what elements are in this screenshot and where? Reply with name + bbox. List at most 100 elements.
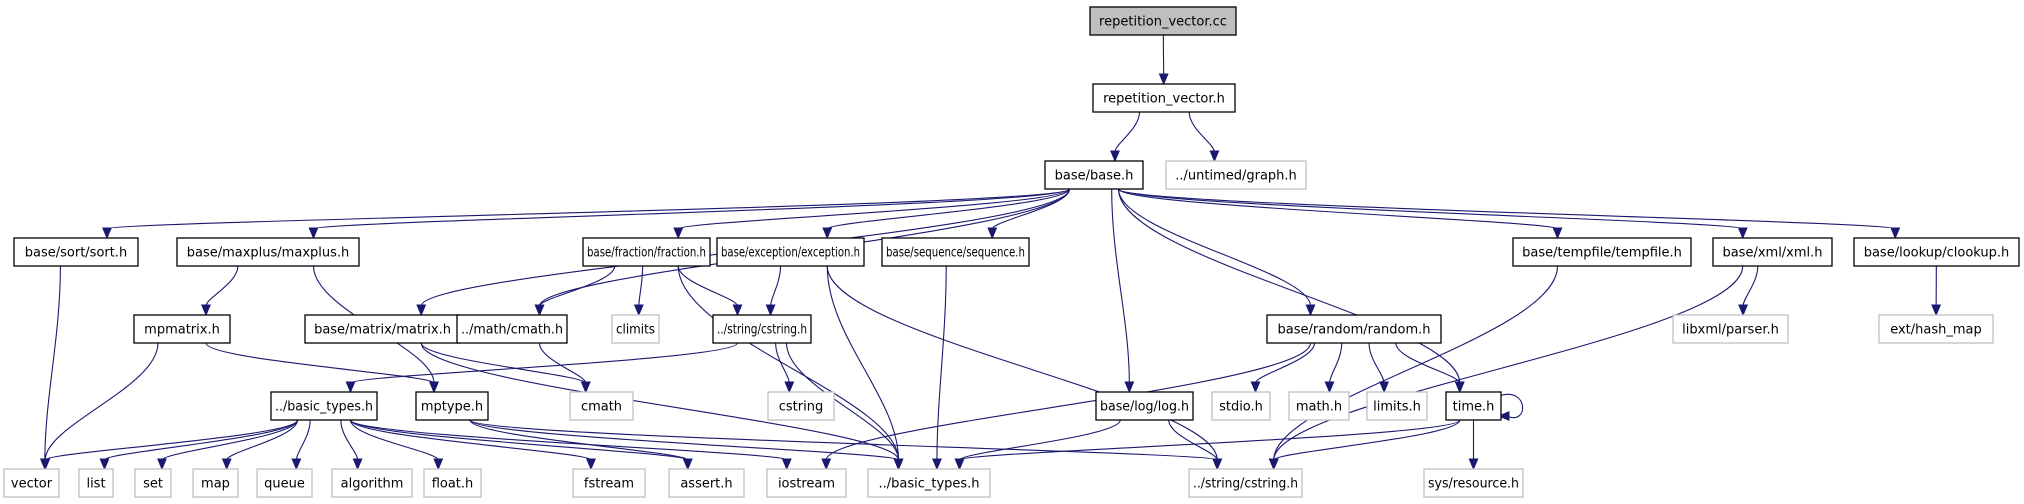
edge-base-to-maxplus xyxy=(308,188,1071,240)
arrow-head-icon xyxy=(931,458,942,471)
node-exception[interactable]: base/exception/exception.h xyxy=(716,237,865,267)
node-box xyxy=(767,391,835,421)
node-box xyxy=(1211,391,1271,421)
node-box[interactable] xyxy=(133,314,231,344)
edge-base-to-random xyxy=(1117,188,1316,317)
node-xml[interactable]: base/xml/xml.h xyxy=(1712,237,1833,267)
node-box[interactable] xyxy=(1712,237,1833,267)
node-sequence[interactable]: base/sequence/sequence.h xyxy=(881,237,1030,267)
node-box[interactable] xyxy=(456,314,568,344)
node-box xyxy=(192,468,239,498)
arrow-head-icon xyxy=(416,304,427,317)
node-box[interactable] xyxy=(1089,6,1237,36)
arrow-head-icon xyxy=(1324,381,1335,394)
node-box[interactable] xyxy=(881,237,1030,267)
node-mcmath[interactable]: ../math/cmath.h xyxy=(456,314,568,344)
node-scstring[interactable]: ../string/cstring.h xyxy=(712,314,812,344)
node-label: sys/resource.h xyxy=(1428,477,1519,492)
node-box[interactable] xyxy=(582,237,711,267)
node-label: base/matrix/matrix.h xyxy=(314,323,451,338)
node-box[interactable] xyxy=(270,391,378,421)
node-label: map xyxy=(201,477,230,492)
edge-mptype-to-scstring2 xyxy=(469,419,1223,471)
arrow-head-icon xyxy=(1212,458,1223,471)
node-label: iostream xyxy=(778,477,835,492)
node-rvcc[interactable]: repetition_vector.cc xyxy=(1089,6,1237,36)
edge-line xyxy=(349,342,739,384)
node-box xyxy=(611,314,660,344)
node-box[interactable] xyxy=(1266,314,1442,344)
node-label: fstream xyxy=(584,477,634,492)
node-queue: queue xyxy=(256,468,313,498)
node-box[interactable] xyxy=(176,237,360,267)
node-label: vector xyxy=(11,477,53,492)
arrow-head-icon xyxy=(673,227,684,240)
edge-log-to-btypes2 xyxy=(954,419,1121,471)
node-box[interactable] xyxy=(13,237,139,267)
edge-mptype-to-assert xyxy=(469,419,693,471)
edge-line xyxy=(770,265,782,307)
node-maxplus[interactable]: base/maxplus/maxplus.h xyxy=(176,237,360,267)
node-box[interactable] xyxy=(716,237,865,267)
arrow-head-icon xyxy=(345,381,356,394)
edge-xml-to-libxml xyxy=(1738,265,1759,317)
node-box[interactable] xyxy=(304,314,461,344)
edge-line xyxy=(205,265,239,307)
arrow-head-icon xyxy=(1468,458,1479,471)
edge-line xyxy=(958,419,1461,461)
node-resource: sys/resource.h xyxy=(1423,468,1524,498)
node-matrix[interactable]: base/matrix/matrix.h xyxy=(304,314,461,344)
node-climits: climits xyxy=(611,314,660,344)
node-mpmatrix[interactable]: mpmatrix.h xyxy=(133,314,231,344)
node-log[interactable]: base/log/log.h xyxy=(1095,391,1194,421)
edge-line xyxy=(44,419,299,461)
node-label: assert.h xyxy=(680,477,732,492)
node-box[interactable] xyxy=(1044,160,1144,190)
node-list: list xyxy=(78,468,114,498)
arrow-head-icon xyxy=(40,458,51,471)
node-float: float.h xyxy=(423,468,482,498)
node-box[interactable] xyxy=(1853,237,2020,267)
edge-exception-to-btypes2 xyxy=(826,265,904,471)
node-label: float.h xyxy=(432,477,474,492)
node-mptype[interactable]: mptype.h xyxy=(415,391,489,421)
node-tempfile[interactable]: base/tempfile/tempfile.h xyxy=(1512,237,1692,267)
node-label: ../basic_types.h xyxy=(275,400,373,415)
arrow-head-icon xyxy=(1737,227,1748,240)
node-fstream: fstream xyxy=(572,468,646,498)
edge-exception-to-scstring xyxy=(765,265,782,317)
edge-line xyxy=(106,188,1071,230)
edge-line xyxy=(1168,419,1218,461)
node-random[interactable]: base/random/random.h xyxy=(1266,314,1442,344)
node-box[interactable] xyxy=(415,391,489,421)
node-clookup[interactable]: base/lookup/clookup.h xyxy=(1853,237,2020,267)
node-fraction[interactable]: base/fraction/fraction.h xyxy=(582,237,711,267)
edge-line xyxy=(1117,188,1559,230)
arrow-head-icon xyxy=(682,458,693,471)
arrow-head-icon xyxy=(1209,150,1220,163)
node-sort[interactable]: base/sort/sort.h xyxy=(13,237,139,267)
node-box[interactable] xyxy=(1092,83,1236,113)
node-hashmap: ext/hash_map xyxy=(1878,314,1994,344)
node-box xyxy=(1672,314,1789,344)
node-box[interactable] xyxy=(712,314,812,344)
node-rvh[interactable]: repetition_vector.h xyxy=(1092,83,1236,113)
edge-line xyxy=(1273,419,1461,461)
edge-line xyxy=(958,419,1121,461)
arrow-head-icon xyxy=(1497,411,1510,421)
node-box[interactable] xyxy=(1095,391,1194,421)
edge-line xyxy=(1498,393,1524,419)
edge-base-to-sort xyxy=(102,188,1071,240)
node-time[interactable]: time.h xyxy=(1445,391,1502,421)
node-base[interactable]: base/base.h xyxy=(1044,160,1144,190)
node-box xyxy=(1165,160,1307,190)
node-vector: vector xyxy=(3,468,60,498)
node-box[interactable] xyxy=(1512,237,1692,267)
node-label: base/sequence/sequence.h xyxy=(886,246,1025,261)
arrow-head-icon xyxy=(1158,73,1169,86)
node-btypes[interactable]: ../basic_types.h xyxy=(270,391,378,421)
node-label: cmath xyxy=(581,400,622,415)
node-box[interactable] xyxy=(1445,391,1502,421)
edge-line xyxy=(785,342,900,461)
